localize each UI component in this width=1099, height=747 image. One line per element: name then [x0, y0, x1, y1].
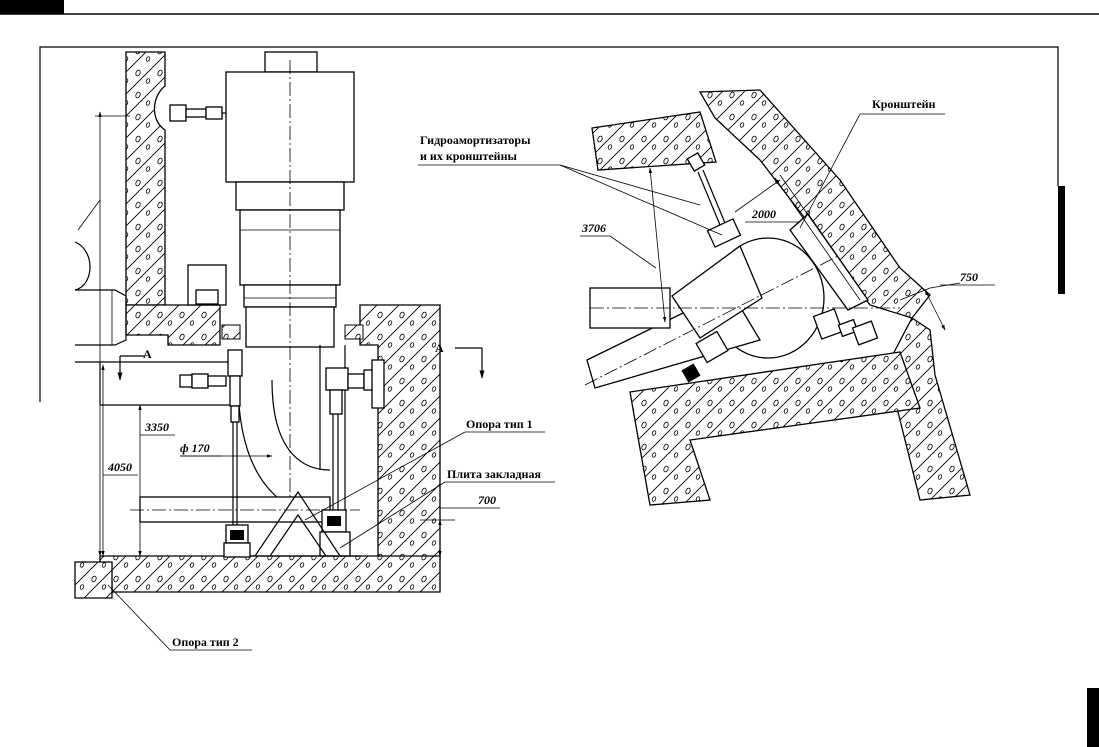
bottom-concrete-slab [629, 351, 921, 506]
vertical-support-rod-left [223, 349, 251, 558]
dim-700: 700 [478, 493, 496, 507]
horizontal-damper-left [179, 373, 227, 389]
right-lower-damper [681, 330, 729, 383]
label-support-type1: Опора тип 1 [466, 417, 533, 431]
section-mark-right: А [435, 341, 485, 379]
side-tab-lower [1087, 688, 1099, 747]
dim-pipe-diameter: ф 170 [180, 441, 210, 455]
upper-hydraulic-damper [169, 104, 226, 122]
inlet-pipe-left [74, 241, 127, 346]
bracket-plate [789, 213, 869, 311]
left-leader-lines [107, 431, 555, 651]
label-embedded-plate: Плита закладная [447, 467, 541, 481]
bearing-block-right [344, 324, 364, 340]
section-mark-left: А [117, 347, 152, 381]
right-leader-lines [418, 113, 945, 236]
right-side-damper [812, 308, 879, 346]
support-frame-type1 [250, 490, 360, 557]
bearing-block-left [221, 324, 241, 340]
pit-elbow-pipe [130, 345, 360, 523]
dim-750: 750 [960, 270, 978, 284]
left-dimension-lines [77, 111, 500, 557]
horizontal-damper-right [347, 359, 385, 409]
dim-3350: 3350 [144, 420, 169, 434]
label-hydro-dampers-line2: и их кронштейны [420, 149, 518, 163]
label-hydro-dampers-line1: Гидроамортизаторы [420, 133, 531, 147]
pit-floor [99, 555, 441, 593]
dim-4050: 4050 [107, 460, 132, 474]
drawing-frame [39, 46, 1059, 402]
left-elevation-view: А А 3350 4050 ф 170 700 Опора тип 1 Плит… [74, 51, 555, 651]
angled-inlet-pipe [586, 244, 763, 389]
left-concrete-wall [125, 51, 166, 306]
header-corner-block [0, 0, 64, 14]
vertical-support-rod-right [319, 367, 351, 557]
junction-box [187, 264, 227, 306]
right-plan-view: Гидроамортизаторы и их кронштейны Кроншт… [418, 89, 995, 506]
section-letter-right: А [435, 341, 444, 355]
right-dimension-lines [580, 167, 995, 331]
floor-step-left [74, 561, 113, 599]
upper-concrete-block [591, 111, 717, 171]
label-support-type2: Опора тип 2 [172, 635, 239, 649]
dim-2000: 2000 [751, 207, 776, 221]
side-tab-upper [1058, 186, 1065, 294]
label-bracket: Кронштейн [872, 97, 936, 111]
pipe-axis-diagonal [584, 254, 841, 386]
dim-3706: 3706 [581, 221, 606, 235]
section-letter-left: А [143, 347, 152, 361]
right-upper-damper [686, 152, 742, 248]
right-pit-wall [359, 304, 441, 561]
platform-slab [125, 304, 221, 346]
